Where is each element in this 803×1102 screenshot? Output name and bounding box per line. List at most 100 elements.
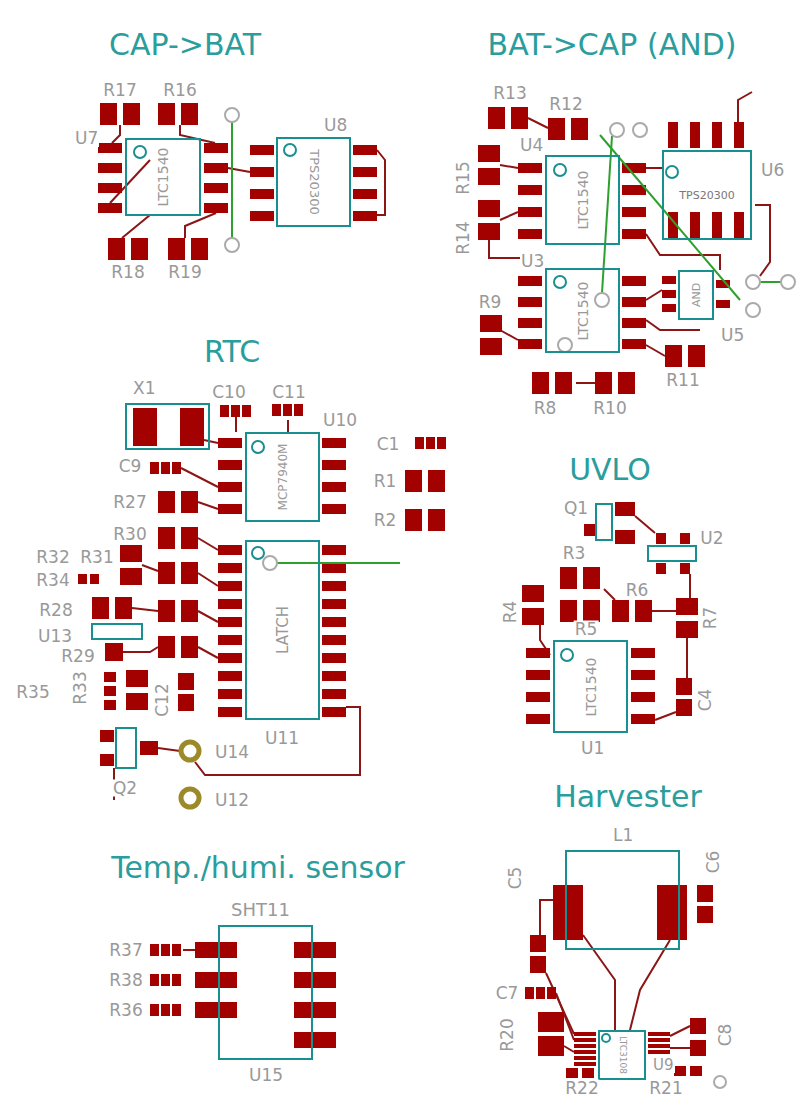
copper-pad	[574, 1038, 596, 1042]
copper-pad	[697, 885, 713, 923]
copper-pad	[665, 345, 705, 367]
copper-pad	[656, 563, 666, 574]
copper-pad	[690, 1040, 706, 1056]
component-outline: X1	[125, 403, 210, 450]
copper-pad	[150, 974, 159, 986]
reference-designator: U11	[264, 730, 300, 747]
via-ring	[181, 789, 199, 807]
ratsnest	[232, 122, 781, 563]
reference-designator: U1	[580, 740, 605, 757]
reference-designator: R20	[499, 1017, 516, 1052]
section-heading: RTC	[203, 337, 261, 367]
copper-pad	[108, 238, 148, 260]
reference-designator: R31	[79, 549, 114, 566]
copper-pad	[158, 600, 198, 622]
reference-designator: R10	[592, 400, 627, 417]
copper-pad	[622, 297, 646, 307]
via-ring	[252, 547, 264, 559]
trace	[564, 1046, 574, 1052]
copper-pad	[480, 315, 502, 355]
trace	[123, 647, 158, 652]
trace	[198, 573, 218, 586]
copper-pad	[488, 107, 528, 129]
copper-pad	[218, 617, 242, 627]
reference-designator: R6	[625, 582, 650, 599]
component-outline: U4LTC1540	[545, 155, 620, 245]
trace	[183, 949, 195, 951]
reference-designator: U5	[720, 327, 745, 344]
copper-pad	[161, 974, 170, 986]
copper-pad	[478, 145, 500, 185]
trace	[181, 468, 218, 487]
part-value: LTC1540	[156, 146, 170, 207]
copper-pad	[220, 405, 251, 417]
via-ring	[595, 293, 609, 307]
copper-pad	[584, 524, 596, 536]
copper-pad	[178, 673, 194, 711]
traces	[110, 92, 770, 1052]
component-outline: U10MCP7940M	[245, 432, 320, 522]
reference-designator: SHT11	[230, 901, 291, 919]
reference-designator: R1	[373, 473, 398, 490]
reference-designator: L1	[612, 827, 634, 844]
copper-pad	[204, 203, 228, 213]
copper-pad	[100, 754, 114, 766]
trace	[185, 213, 216, 238]
copper-pad	[204, 183, 228, 193]
copper-pad	[734, 212, 744, 238]
trace	[670, 1026, 690, 1036]
trace	[235, 417, 237, 432]
reference-designator: U9	[652, 1058, 675, 1073]
copper-pad	[518, 229, 542, 239]
copper-pad	[518, 297, 542, 307]
copper-pad	[105, 643, 123, 661]
copper-pad	[195, 942, 237, 958]
via-ring	[554, 164, 566, 176]
copper-pad	[415, 437, 446, 449]
reference-designator: R35	[15, 684, 50, 701]
section-heading: Temp./humi. sensor	[110, 853, 406, 883]
copper-pad	[657, 885, 687, 940]
trace	[500, 212, 518, 220]
copper-pad	[648, 1044, 670, 1048]
reference-designator: C12	[154, 682, 171, 718]
trace	[646, 320, 700, 330]
reference-designator: R12	[548, 96, 583, 113]
copper-pad	[294, 972, 336, 988]
copper-pad	[353, 145, 377, 155]
part-value: LTC1540	[576, 280, 590, 341]
trace	[689, 574, 691, 598]
part-value: LTC3108	[618, 1035, 627, 1075]
copper-pad	[712, 212, 722, 238]
reference-designator: Q1	[563, 500, 589, 517]
via-ring	[181, 742, 199, 760]
copper-pad	[538, 1012, 564, 1032]
reference-designator: R34	[35, 572, 70, 589]
copper-pad	[120, 545, 142, 585]
trace	[755, 205, 770, 276]
copper-pad	[218, 599, 242, 609]
part-value: LTC1540	[584, 656, 598, 717]
reference-designator: Q2	[112, 780, 138, 797]
reference-designator: R29	[60, 648, 95, 665]
via-ring	[610, 123, 624, 137]
copper-pad	[574, 1044, 596, 1048]
copper-pad	[158, 527, 198, 549]
trace	[540, 900, 553, 935]
reference-designator: R2	[373, 512, 398, 529]
reference-designator: C5	[507, 866, 524, 891]
copper-pad	[218, 460, 242, 470]
part-value: MCP7940M	[277, 443, 289, 512]
copper-pad	[526, 670, 550, 680]
trace	[158, 748, 180, 751]
reference-designator: R4	[502, 600, 519, 625]
copper-pad	[168, 238, 208, 260]
via-ring	[746, 275, 760, 289]
copper-pad	[595, 372, 635, 394]
copper-pad	[92, 597, 132, 619]
copper-pad	[622, 229, 646, 239]
reference-designator: R5	[574, 621, 599, 638]
copper-pad	[522, 585, 544, 625]
trace	[198, 647, 218, 658]
